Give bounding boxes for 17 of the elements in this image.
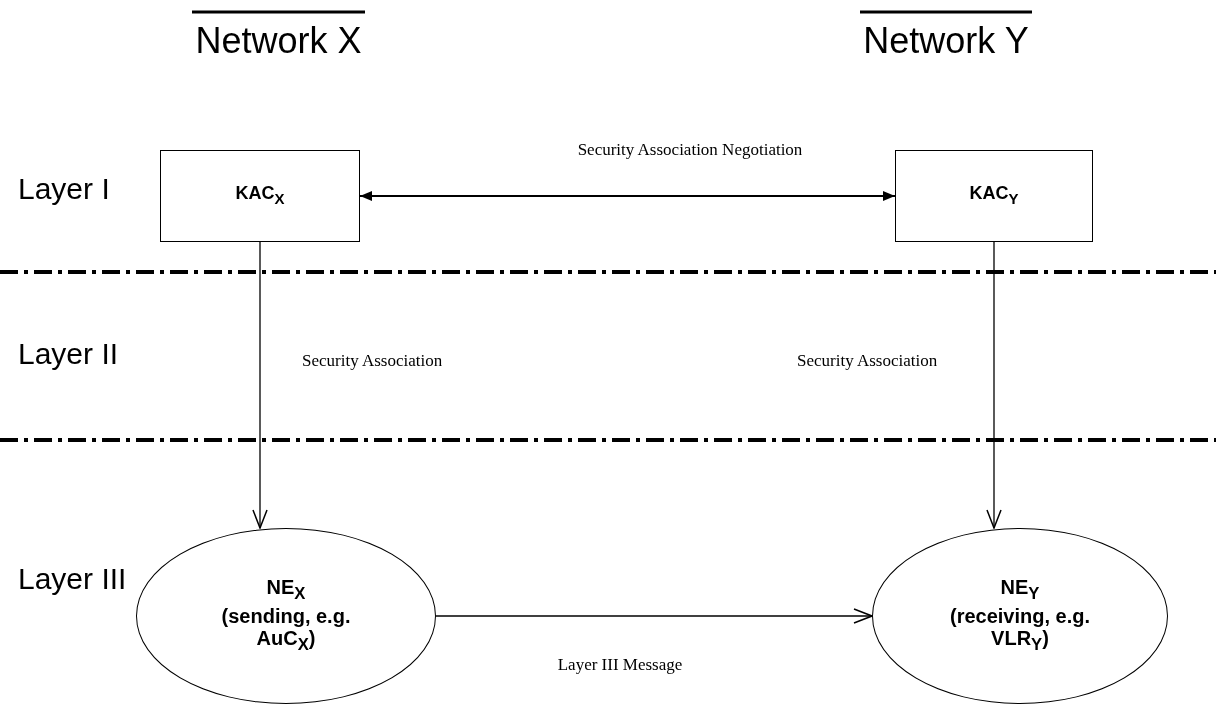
arrow — [252, 241, 268, 529]
layer-label: Layer II — [18, 337, 119, 371]
arrow — [435, 608, 873, 624]
arrow — [359, 191, 896, 201]
layer-label: Layer III — [18, 562, 127, 596]
node-title: NE$_{X}$ — [266, 576, 306, 605]
node-description: (sending, e.g. AuC$_{X}$) — [220, 605, 352, 656]
node-description: (receiving, e.g. VLR$_{Y}$) — [948, 605, 1092, 656]
node-title: KAC$_{X}$ — [235, 182, 285, 209]
kac-box — [160, 150, 360, 242]
network-heading: Network Y — [862, 20, 1030, 62]
kac-box — [895, 150, 1093, 242]
arrow — [986, 241, 1002, 529]
node-title: NE$_{Y}$ — [1000, 576, 1040, 605]
network-heading: Network X — [194, 20, 363, 62]
layer-label: Layer I — [18, 172, 110, 206]
node-title: KAC$_{Y}$ — [969, 182, 1019, 209]
